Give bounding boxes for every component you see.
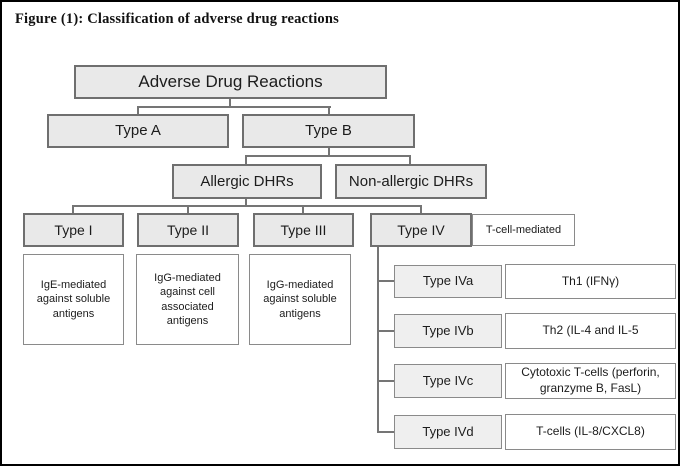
- connector-allergic-rail: [72, 205, 422, 207]
- node-type-ii-description: IgG-mediated against cell associated ant…: [136, 254, 239, 345]
- connector-drop-type-b: [328, 106, 330, 115]
- node-type-ivc-description: Cytotoxic T-cells (perforin, granzyme B,…: [505, 363, 676, 399]
- connector-stub-ivd: [377, 431, 395, 433]
- connector-type-b-rail: [245, 155, 411, 157]
- node-type-ivd-description: T-cells (IL-8/CXCL8): [505, 414, 676, 450]
- connector-adr-rail: [137, 106, 331, 108]
- node-type-iii: Type III: [253, 213, 354, 247]
- node-type-iv: Type IV: [370, 213, 472, 247]
- node-type-ii: Type II: [137, 213, 239, 247]
- node-t-cell-mediated: T-cell-mediated: [472, 214, 575, 246]
- connector-drop-non-allergic: [409, 155, 411, 165]
- node-type-ivb: Type IVb: [394, 314, 502, 348]
- connector-drop-type-iii: [302, 205, 304, 214]
- node-type-iva: Type IVa: [394, 265, 502, 298]
- connector-drop-type-a: [137, 106, 139, 115]
- figure-title: Figure (1): Classification of adverse dr…: [15, 11, 339, 27]
- node-type-a: Type A: [47, 114, 229, 148]
- connector-type-b-stem: [328, 148, 330, 156]
- node-non-allergic-dhrs: Non-allergic DHRs: [335, 164, 487, 199]
- node-type-ivd: Type IVd: [394, 415, 502, 449]
- node-adverse-drug-reactions: Adverse Drug Reactions: [74, 65, 387, 99]
- connector-adr-stem: [229, 99, 231, 107]
- connector-stub-iva: [377, 280, 395, 282]
- node-type-iii-description: IgG-mediated against soluble antigens: [249, 254, 351, 345]
- connector-drop-allergic: [245, 155, 247, 165]
- node-type-b: Type B: [242, 114, 415, 148]
- node-type-iva-description: Th1 (IFNγ): [505, 264, 676, 299]
- node-type-ivb-description: Th2 (IL-4 and IL-5: [505, 313, 676, 349]
- connector-stub-ivb: [377, 330, 395, 332]
- connector-drop-type-i: [72, 205, 74, 214]
- node-type-ivc: Type IVc: [394, 364, 502, 398]
- node-type-i-description: IgE-mediated against soluble antigens: [23, 254, 124, 345]
- connector-type-iv-spine: [377, 247, 379, 433]
- connector-drop-type-iv: [420, 205, 422, 214]
- node-allergic-dhrs: Allergic DHRs: [172, 164, 322, 199]
- connector-allergic-stem: [245, 199, 247, 206]
- connector-drop-type-ii: [187, 205, 189, 214]
- node-type-i: Type I: [23, 213, 124, 247]
- connector-stub-ivc: [377, 380, 395, 382]
